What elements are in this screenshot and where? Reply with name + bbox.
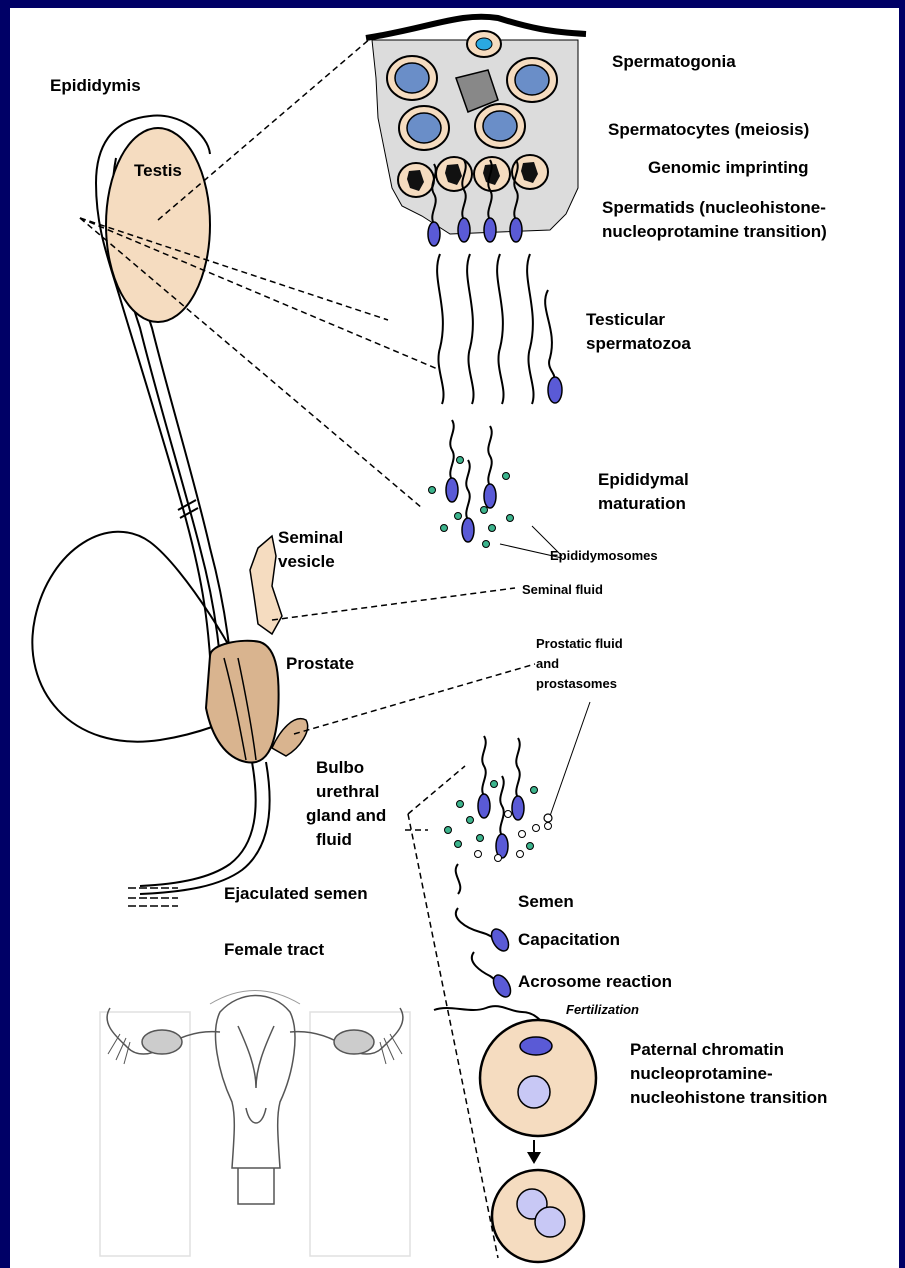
spermatogonium bbox=[387, 56, 437, 100]
urethra bbox=[140, 762, 270, 894]
label-paternal-1: Paternal chromatin bbox=[630, 1040, 784, 1060]
pronucleus bbox=[518, 1076, 550, 1108]
label-testicular-1: Testicular bbox=[586, 310, 665, 330]
label-prostate: Prostate bbox=[286, 654, 354, 674]
label-bulbo-4: fluid bbox=[316, 830, 352, 850]
label-paternal-2: nucleoprotamine- bbox=[630, 1064, 773, 1084]
label-spermatids-1: Spermatids (nucleohistone- bbox=[602, 198, 826, 218]
testicular-spermatozoa bbox=[437, 254, 554, 404]
label-prostatic-2: and bbox=[536, 656, 559, 672]
label-spermatocytes: Spermatocytes (meiosis) bbox=[608, 120, 809, 140]
spermatocyte bbox=[399, 106, 449, 150]
label-capacitation: Capacitation bbox=[518, 930, 620, 950]
label-bulbo-1: Bulbo bbox=[316, 758, 364, 778]
acrosome-reaction-sperm bbox=[472, 952, 514, 1000]
fertilizing-sperm-tail bbox=[434, 1006, 540, 1020]
label-epididymal-1: Epididymal bbox=[598, 470, 689, 490]
spermatogonium bbox=[507, 58, 557, 102]
epididymal-sperm bbox=[446, 420, 496, 542]
label-bulbo-2: urethral bbox=[316, 782, 379, 802]
label-seminal-vesicle-2: vesicle bbox=[278, 552, 335, 572]
label-paternal-3: nucleohistone transition bbox=[630, 1088, 827, 1108]
label-ejaculated-semen: Ejaculated semen bbox=[224, 884, 368, 904]
label-female-tract: Female tract bbox=[224, 940, 324, 960]
label-epididymosomes: Epididymosomes bbox=[550, 548, 658, 564]
pronucleus-maternal bbox=[535, 1207, 565, 1237]
label-prostatic-3: prostasomes bbox=[536, 676, 617, 692]
label-semen: Semen bbox=[518, 892, 574, 912]
label-acrosome-reaction: Acrosome reaction bbox=[518, 972, 672, 992]
testis bbox=[106, 128, 210, 322]
label-fertilization: Fertilization bbox=[566, 1002, 639, 1018]
diagram-canvas: Epididymis Testis Spermatogonia Spermato… bbox=[10, 8, 899, 1268]
sperm-head-in-oocyte bbox=[520, 1037, 552, 1055]
ovary-right bbox=[334, 1030, 374, 1054]
semen-sperm-cluster bbox=[478, 736, 524, 858]
label-testis: Testis bbox=[134, 161, 182, 181]
label-genomic-imprinting: Genomic imprinting bbox=[648, 158, 809, 178]
label-bulbo-3: gland and bbox=[306, 806, 386, 826]
label-spermatogonia: Spermatogonia bbox=[612, 52, 736, 72]
capacitation-sperm bbox=[456, 908, 512, 954]
round-spermatid bbox=[436, 157, 472, 191]
label-prostatic-1: Prostatic fluid bbox=[536, 636, 623, 652]
spermatocyte bbox=[475, 104, 525, 148]
label-epididymal-2: maturation bbox=[598, 494, 686, 514]
round-spermatid bbox=[398, 163, 434, 197]
ovary-left bbox=[142, 1030, 182, 1054]
label-seminal-fluid: Seminal fluid bbox=[522, 582, 603, 598]
semen-sperm bbox=[456, 864, 461, 894]
label-epididymis: Epididymis bbox=[50, 76, 141, 96]
label-testicular-2: spermatozoa bbox=[586, 334, 691, 354]
label-seminal-vesicle-1: Seminal bbox=[278, 528, 343, 548]
label-spermatids-2: nucleoprotamine transition) bbox=[602, 222, 827, 242]
female-tract bbox=[100, 991, 410, 1257]
